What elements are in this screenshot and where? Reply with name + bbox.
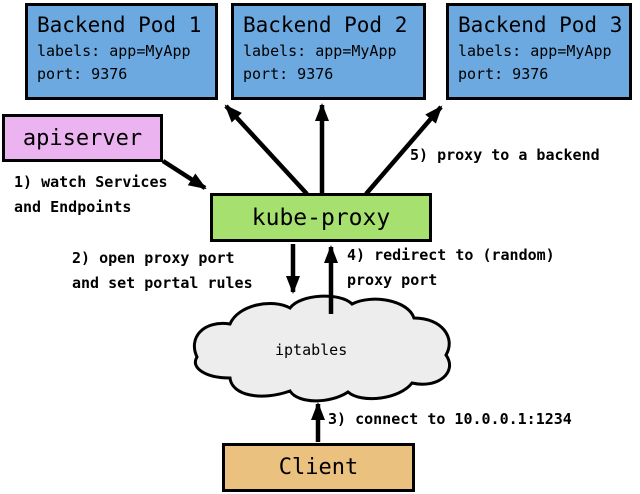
step2-note: 2) open proxy port and set portal rules xyxy=(72,246,253,296)
step1-note: 1) watch Services and Endpoints xyxy=(14,170,168,220)
kube-proxy-label: kube-proxy xyxy=(251,204,391,231)
backend-pod-1-port: port: 9376 xyxy=(37,65,128,83)
backend-pod-2-labels: labels: app=MyApp xyxy=(243,42,397,60)
kube-proxy-box: kube-proxy xyxy=(210,193,432,242)
backend-pod-2-box: Backend Pod 2 labels: app=MyApp port: 93… xyxy=(231,3,426,100)
step2-line2: and set portal rules xyxy=(72,274,253,292)
apiserver-label: apiserver xyxy=(22,125,143,151)
arrow-kubeproxy-to-pod1 xyxy=(224,104,309,196)
step3-note: 3) connect to 10.0.0.1:1234 xyxy=(328,407,572,432)
client-box: Client xyxy=(222,443,415,492)
step4-note: 4) redirect to (random) proxy port xyxy=(347,243,555,293)
backend-pod-3-box: Backend Pod 3 labels: app=MyApp port: 93… xyxy=(446,3,632,100)
backend-pod-1-title: Backend Pod 1 xyxy=(37,13,202,37)
backend-pod-2-title: Backend Pod 2 xyxy=(243,13,408,37)
step4-line1: 4) redirect to (random) xyxy=(347,246,555,264)
arrow-apiserver-to-kubeproxy xyxy=(161,159,207,190)
apiserver-box: apiserver xyxy=(2,114,163,162)
backend-pod-3-labels: labels: app=MyApp xyxy=(458,42,612,60)
backend-pod-3-port: port: 9376 xyxy=(458,65,549,83)
backend-pod-1-labels: labels: app=MyApp xyxy=(37,42,191,60)
iptables-label: iptables xyxy=(275,341,348,359)
step3-line1: 3) connect to 10.0.0.1:1234 xyxy=(328,410,572,428)
step5-line1: 5) proxy to a backend xyxy=(410,146,600,164)
backend-pod-3-title: Backend Pod 3 xyxy=(458,13,623,37)
step1-line2: and Endpoints xyxy=(14,198,132,216)
step4-line2: proxy port xyxy=(347,271,438,289)
step2-line1: 2) open proxy port xyxy=(72,249,235,267)
client-label: Client xyxy=(278,455,359,480)
backend-pod-2-port: port: 9376 xyxy=(243,65,334,83)
step1-line1: 1) watch Services xyxy=(14,173,168,191)
backend-pod-1-box: Backend Pod 1 labels: app=MyApp port: 93… xyxy=(25,3,218,100)
step5-note: 5) proxy to a backend xyxy=(410,143,600,168)
